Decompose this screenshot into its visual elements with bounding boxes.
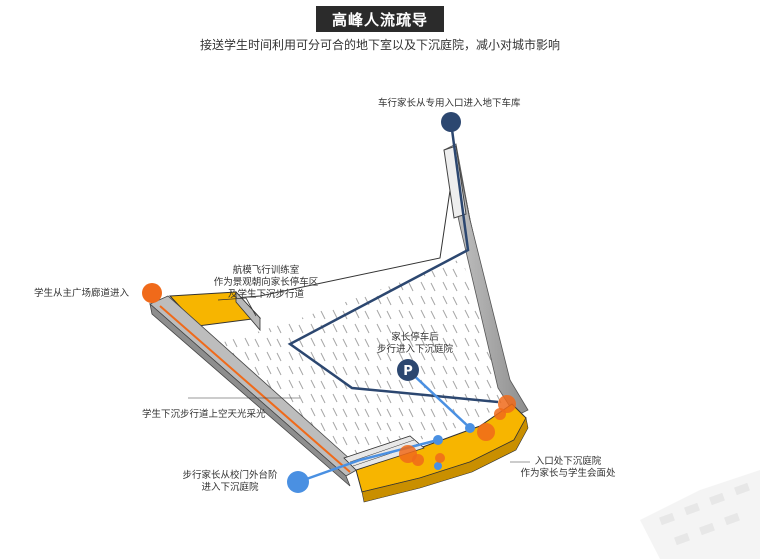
label-skylight: 学生下沉步行道上空天光采光 bbox=[142, 409, 266, 420]
label-walk-parents: 步行家长从校门外台阶 进入下沉庭院 bbox=[182, 470, 278, 493]
label-entrance: 入口处下沉庭院 作为家长与学生会面处 bbox=[520, 456, 616, 479]
site-context bbox=[640, 470, 760, 559]
walk-entry-marker bbox=[287, 471, 309, 493]
car-route bbox=[287, 112, 499, 404]
label-aero-room: 航模飞行训练室 作为景观朝向家长停车区 及学生下沉步行道 bbox=[213, 265, 319, 300]
car-entry-marker bbox=[441, 112, 461, 132]
label-leaders bbox=[188, 397, 530, 463]
parking-icon bbox=[397, 359, 419, 381]
parking-icon-letter: P bbox=[403, 364, 413, 379]
label-car-parents: 车行家长从专用入口进入地下车库 bbox=[378, 98, 521, 109]
student-entry-marker bbox=[142, 283, 162, 303]
student-markers bbox=[142, 283, 516, 466]
student-walkway bbox=[149, 295, 361, 487]
label-parking: 家长停车后 步行进入下沉庭院 bbox=[376, 332, 453, 355]
page-title: 高峰人流疏导 bbox=[316, 6, 444, 32]
page-subtitle: 接送学生时间利用可分可合的地下室以及下沉庭院，减小对城市影响 bbox=[199, 38, 560, 52]
label-main-plaza: 学生从主广场廊道进入 bbox=[34, 288, 130, 299]
parking-walk-route: P bbox=[397, 359, 475, 433]
